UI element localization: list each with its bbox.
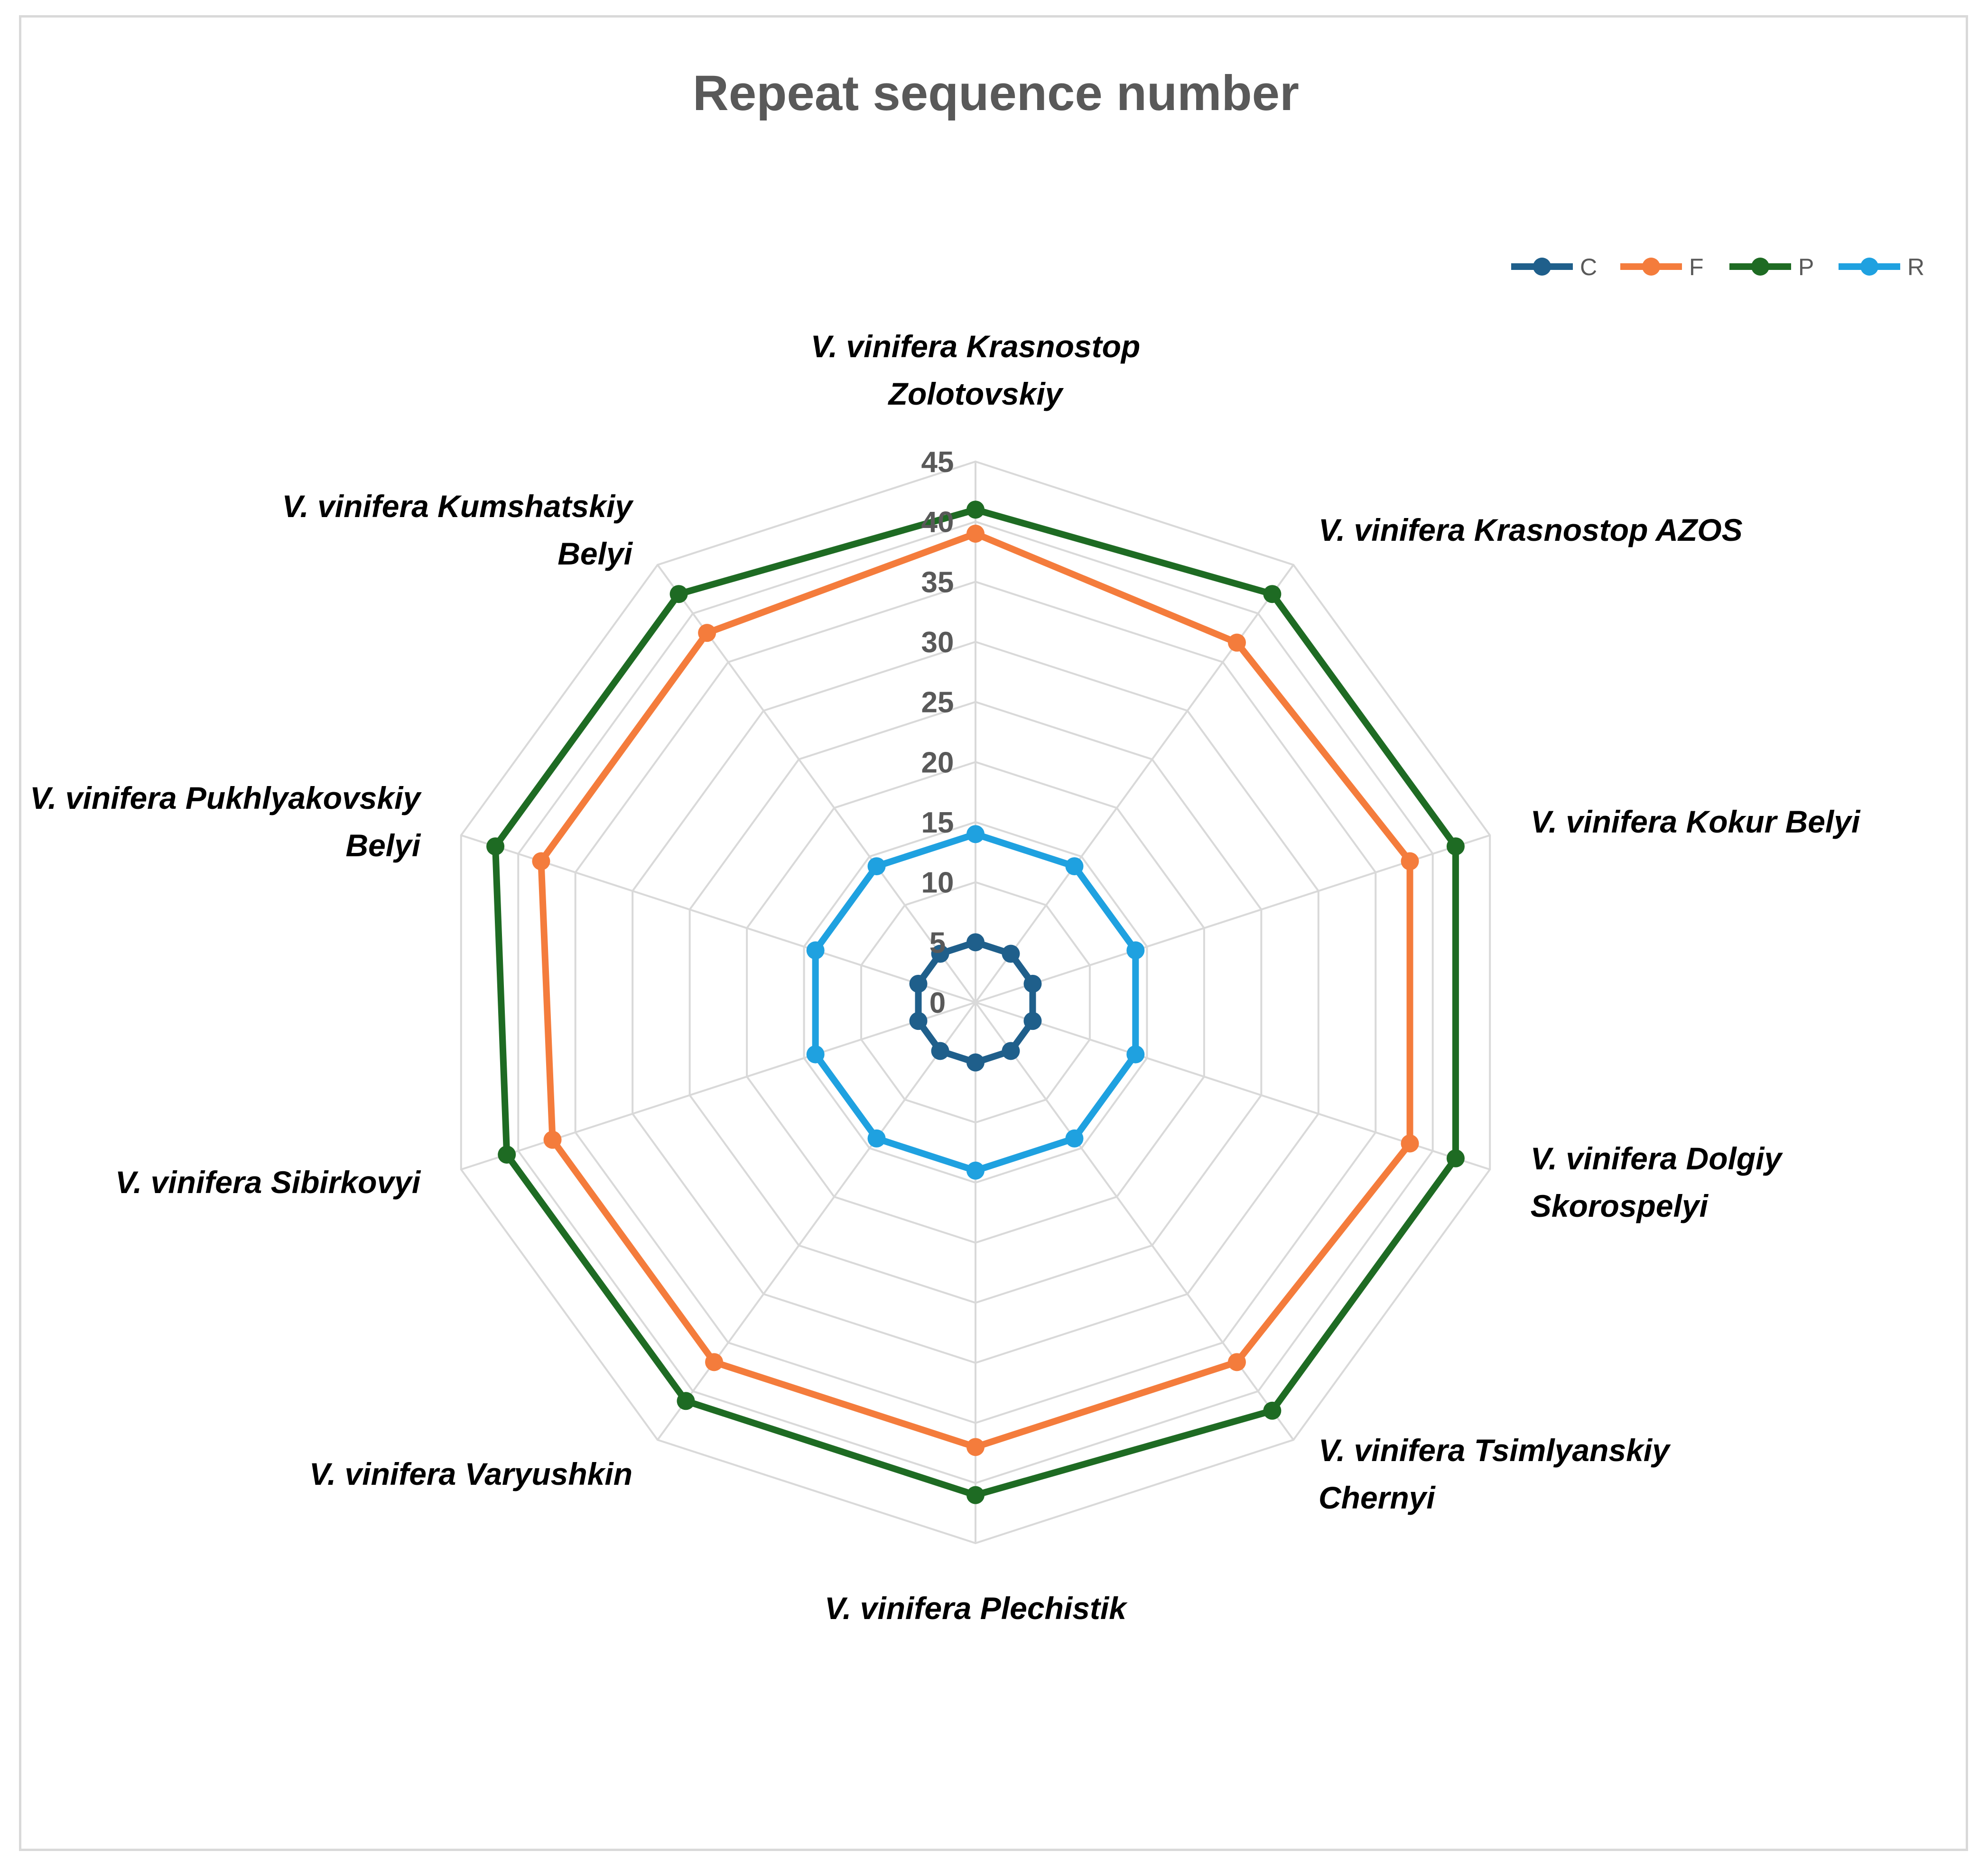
data-point-R [1065, 1129, 1084, 1148]
category-label: V. vinifera Sibirkovyi [115, 1165, 421, 1200]
data-point-C [966, 933, 985, 952]
data-point-P [1263, 1401, 1282, 1420]
radar-spoke [657, 1001, 976, 1441]
data-point-C [931, 944, 949, 963]
radial-tick-label: 40 [921, 506, 954, 539]
data-point-R [867, 1129, 886, 1148]
data-point-F [1401, 1134, 1419, 1153]
radar-chart: Repeat sequence number 0 5 10 15 20 25 30 35 40 4… [30, 65, 1924, 1626]
data-point-R [1126, 941, 1145, 960]
radial-tick-label: 15 [921, 806, 954, 839]
legend-swatch-marker [1533, 258, 1551, 276]
data-point-F [543, 1130, 562, 1149]
data-point-R [966, 1161, 985, 1180]
legend-item-R: R [1839, 254, 1924, 280]
data-point-F [532, 852, 550, 870]
legend-label: R [1907, 254, 1924, 280]
data-point-C [1002, 1042, 1020, 1060]
radial-tick-label: 25 [921, 686, 954, 719]
legend-item-F: F [1620, 254, 1704, 280]
legend-label: C [1580, 254, 1597, 280]
chart-frame: Repeat sequence number 0 5 10 15 20 25 30 35 40 4… [19, 15, 1968, 1851]
data-point-F [966, 525, 985, 543]
data-point-R [806, 941, 825, 960]
radar-spoke [975, 564, 1294, 1003]
radial-tick-label: 20 [921, 746, 954, 779]
legend-swatch-marker [1860, 258, 1878, 276]
radial-tick-label: 0 [929, 987, 946, 1019]
data-point-C [909, 1012, 928, 1030]
category-label: V. vinifera Krasnostop AZOS [1319, 512, 1743, 547]
legend-swatch-marker [1751, 258, 1769, 276]
series-F [532, 525, 1419, 1456]
data-point-C [1023, 1012, 1042, 1030]
data-point-F [1227, 633, 1246, 652]
legend-item-C: C [1511, 254, 1597, 280]
legend-label: P [1798, 254, 1814, 280]
legend-label: F [1689, 254, 1704, 280]
radial-tick-label: 10 [921, 867, 954, 899]
data-point-C [1023, 974, 1042, 993]
data-point-R [1065, 857, 1084, 876]
radial-tick-label: 30 [921, 626, 954, 659]
series-layer [486, 500, 1465, 1504]
data-point-P [1263, 585, 1282, 603]
radial-tick-label: 5 [929, 926, 946, 959]
series-P [486, 500, 1465, 1504]
category-label: V. vinifera Varyushkin [309, 1456, 632, 1491]
series-C [909, 933, 1042, 1072]
chart-title: Repeat sequence number [693, 65, 1299, 121]
data-point-F [1401, 852, 1419, 870]
radial-tick-label: 45 [921, 446, 954, 479]
data-point-C [931, 1042, 949, 1060]
data-point-F [705, 1353, 724, 1371]
data-point-P [966, 1486, 985, 1504]
data-point-P [1446, 837, 1465, 856]
data-point-P [486, 837, 505, 856]
data-point-R [867, 857, 886, 876]
radial-tick-label: 35 [921, 566, 954, 599]
data-point-P [1446, 1149, 1465, 1167]
data-point-R [966, 825, 985, 843]
data-point-P [966, 500, 985, 519]
data-point-R [806, 1045, 825, 1064]
data-point-C [1002, 944, 1020, 963]
data-point-R [1126, 1045, 1145, 1064]
category-label: V. vinifera Kokur Belyi [1531, 804, 1861, 839]
data-point-F [1227, 1353, 1246, 1371]
data-point-C [966, 1053, 985, 1072]
data-point-F [966, 1438, 985, 1456]
series-R [806, 825, 1145, 1180]
legend-item-P: P [1729, 254, 1814, 280]
data-point-P [677, 1392, 695, 1410]
radial-tick-labels: 0 5 10 15 20 25 30 35 40 45 [921, 446, 954, 1019]
data-point-P [669, 585, 688, 603]
data-point-F [698, 624, 716, 642]
data-point-C [909, 974, 928, 993]
legend-swatch-marker [1642, 258, 1660, 276]
radar-spoke [975, 1001, 1294, 1441]
data-point-P [498, 1145, 516, 1164]
category-label: V. vinifera Plechistik [825, 1591, 1128, 1626]
